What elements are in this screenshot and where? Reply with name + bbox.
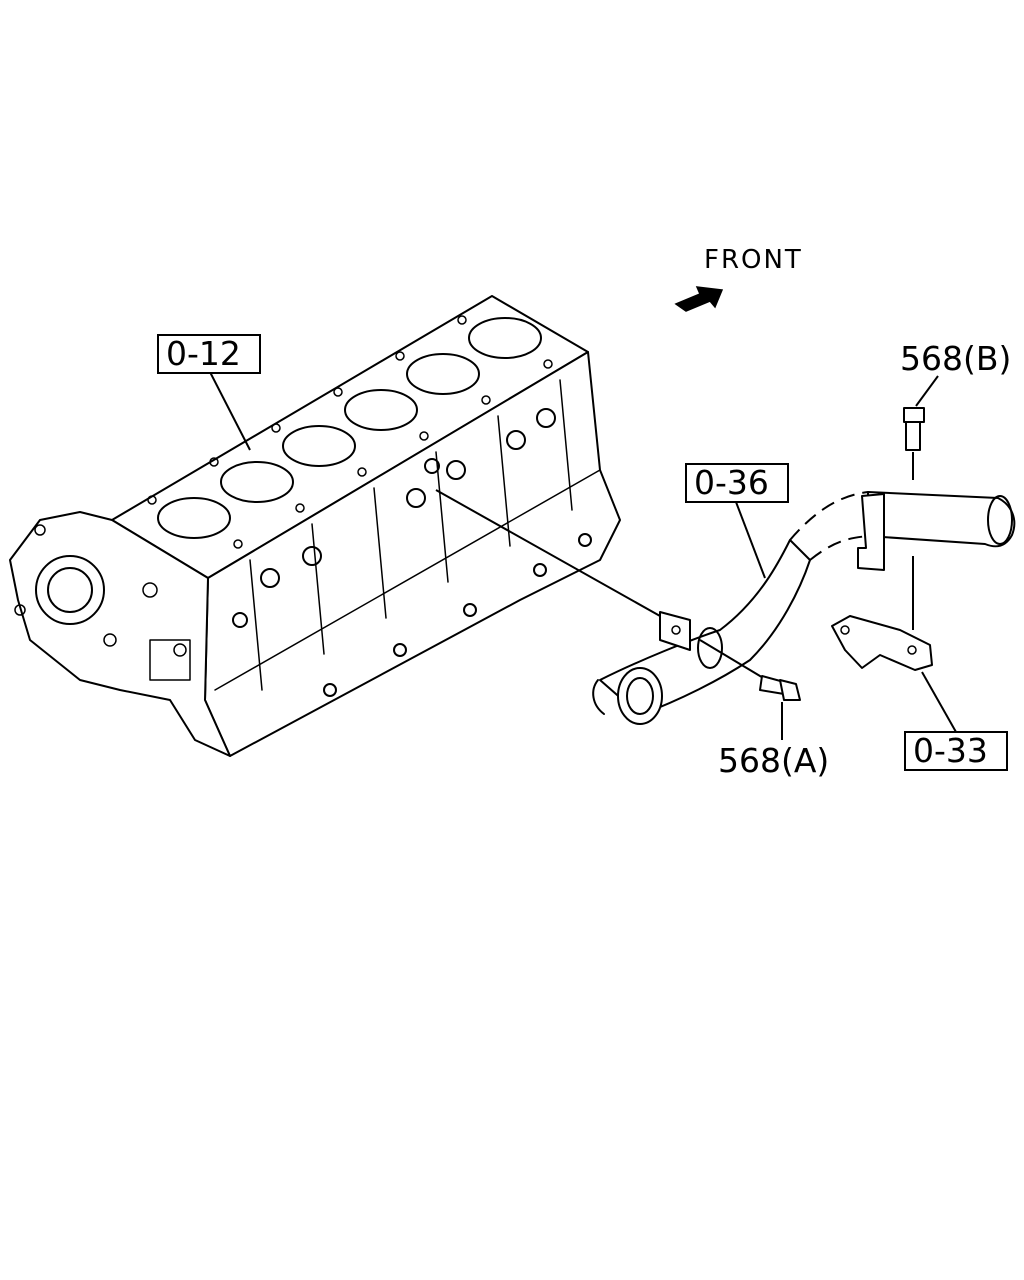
block-bosses	[232, 408, 592, 697]
bolt-b-head	[903, 407, 925, 423]
callout-water-pipe-label: 0-36	[694, 463, 769, 502]
water-pipe	[435, 489, 1016, 725]
block-ribs	[214, 379, 601, 691]
bracket-leader	[921, 671, 957, 733]
cylinder-block-rear-plate	[9, 511, 231, 757]
callout-bracket: 0-33	[904, 731, 1008, 771]
bolt-b-shank	[905, 421, 921, 451]
pipe-mount-line	[435, 489, 661, 617]
bracket	[831, 615, 957, 733]
callout-cylinder-block-label: 0-12	[166, 334, 241, 373]
water-pipe-leader	[735, 501, 766, 579]
bolt-b	[903, 375, 939, 630]
cylinder-bores	[157, 317, 542, 539]
rear-plate-details	[14, 524, 191, 681]
water-pipe-hidden-upper	[789, 491, 869, 541]
bolt-a	[699, 639, 801, 740]
front-indicator: FRONT	[674, 245, 803, 312]
front-label: FRONT	[704, 245, 803, 275]
water-pipe-outlet	[867, 491, 1016, 548]
cylinder-block-leader	[209, 371, 251, 451]
cylinder-block	[9, 295, 621, 757]
front-arrow-icon	[674, 286, 724, 312]
callout-bolt-a-label: 568(A)	[718, 741, 829, 780]
water-pipe-inlet	[617, 667, 663, 725]
callout-bracket-label: 0-33	[913, 731, 988, 770]
water-pipe-flange	[659, 611, 691, 651]
callout-bolt-b-label: 568(B)	[900, 339, 1011, 378]
callout-water-pipe: 0-36	[685, 463, 789, 503]
bolt-b-leader	[915, 375, 939, 407]
head-bolt-holes	[147, 315, 553, 549]
bolt-a-head	[779, 679, 801, 701]
water-pipe-clamp	[857, 493, 885, 571]
water-pipe-hidden-lower	[809, 535, 869, 561]
callout-cylinder-block: 0-12	[157, 334, 261, 374]
bracket-plate	[831, 615, 933, 671]
